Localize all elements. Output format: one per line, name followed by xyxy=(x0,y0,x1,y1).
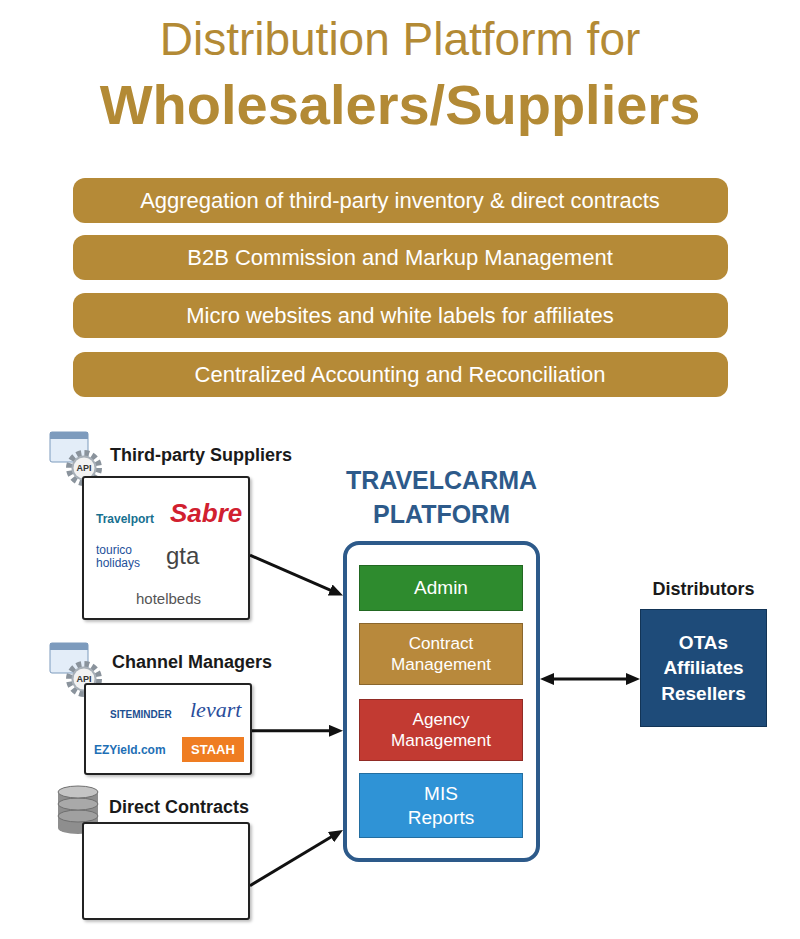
title-slot: Distribution Platform for Wholesalers/Su… xyxy=(20,6,780,138)
box-heading: Distributors xyxy=(619,579,789,600)
logo-slot: STAAH xyxy=(182,737,244,762)
box-heading: Channel Managers xyxy=(112,652,272,673)
feature-band: Micro websites and white labels for affi… xyxy=(73,293,728,338)
box-heading: Direct Contracts xyxy=(109,797,249,818)
module-text: Agency Management xyxy=(367,709,515,752)
band-text: B2B Commission and Markup Management xyxy=(187,244,613,272)
heading-slot: Third-party Suppliers xyxy=(110,445,292,466)
logo-slot: hotelbeds xyxy=(136,590,201,607)
text-slot: Agency Management xyxy=(367,709,515,752)
database-top xyxy=(58,786,98,798)
channel-manager-box: Channel ManagersSITEMINDERlevartEZYield.… xyxy=(84,683,252,775)
band-text: Aggregation of third-party inventory & d… xyxy=(140,187,660,215)
logo-slot: gta xyxy=(166,542,199,570)
direct-contracts-box: Direct Contracts xyxy=(82,822,250,920)
module-box: Admin xyxy=(359,565,523,611)
connector-arrow xyxy=(252,729,331,732)
heading-slot: Distributors xyxy=(619,579,789,600)
connector-arrow xyxy=(250,836,333,886)
label-slot: API xyxy=(72,463,96,474)
connector-arrow xyxy=(250,555,332,591)
module-box: MIS Reports xyxy=(359,773,523,838)
connector-arrow xyxy=(552,678,628,681)
heading-slot: Direct Contracts xyxy=(109,797,249,818)
distributor-box: DistributorsOTAs Affiliates Resellers xyxy=(640,609,767,727)
module-text: MIS Reports xyxy=(395,782,487,830)
feature-band: B2B Commission and Markup Management xyxy=(73,235,728,280)
label-slot: API xyxy=(72,674,96,685)
logo-slot: Travelport xyxy=(96,512,154,526)
logo-text: EZYield.com xyxy=(94,743,166,757)
box-heading: Third-party Suppliers xyxy=(110,445,292,466)
feature-band: Aggregation of third-party inventory & d… xyxy=(73,178,728,223)
logo-slot: SITEMINDER xyxy=(110,709,172,720)
module-text: Contract Management xyxy=(367,633,515,676)
database-disc xyxy=(58,810,98,822)
text-slot: Admin xyxy=(414,576,468,600)
logo-slot: Sabre xyxy=(170,498,242,529)
band-text: Centralized Accounting and Reconciliatio… xyxy=(195,361,606,389)
logo-slot: EZYield.com xyxy=(94,743,166,757)
page-title: Distribution Platform for Wholesalers/Su… xyxy=(20,6,780,138)
logo-text: gta xyxy=(166,542,199,570)
window-bar xyxy=(50,643,88,650)
logo-text: hotelbeds xyxy=(136,590,201,607)
band-text: Micro websites and white labels for affi… xyxy=(186,302,614,330)
distributor-text: OTAs Affiliates Resellers xyxy=(654,630,754,707)
heading-slot: TRAVELCARMA PLATFORM xyxy=(317,463,567,531)
supplier-box: Third-party SuppliersTravelportSabretour… xyxy=(82,476,250,620)
feature-band: Centralized Accounting and Reconciliatio… xyxy=(73,352,728,397)
window-bar xyxy=(50,432,88,439)
text-slot: Aggregation of third-party inventory & d… xyxy=(140,187,660,215)
logo-text: SITEMINDER xyxy=(110,709,172,720)
text-slot: Micro websites and white labels for affi… xyxy=(186,302,614,330)
logo-text: levart xyxy=(190,697,241,723)
module-box: Agency Management xyxy=(359,699,523,761)
logo-slot: tourico holidays xyxy=(96,544,152,571)
text-slot: Contract Management xyxy=(367,633,515,676)
database-disc xyxy=(58,798,98,810)
logo-text: Travelport xyxy=(96,512,154,526)
logo-text: STAAH xyxy=(182,737,244,762)
text-slot: OTAs Affiliates Resellers xyxy=(654,630,754,707)
icon-label: API xyxy=(72,463,96,474)
text-slot: MIS Reports xyxy=(395,782,487,830)
heading-slot: Channel Managers xyxy=(112,652,272,673)
icon-label: API xyxy=(72,674,96,685)
platform-box: AdminContract ManagementAgency Managemen… xyxy=(343,541,540,862)
text-slot: Centralized Accounting and Reconciliatio… xyxy=(195,361,606,389)
box-heading: TRAVELCARMA PLATFORM xyxy=(317,463,567,531)
module-box: Contract Management xyxy=(359,623,523,685)
text-slot: B2B Commission and Markup Management xyxy=(187,244,613,272)
logo-text: Sabre xyxy=(170,498,242,529)
module-text: Admin xyxy=(414,576,468,600)
logo-text: tourico holidays xyxy=(96,544,152,569)
logo-slot: levart xyxy=(190,697,241,723)
